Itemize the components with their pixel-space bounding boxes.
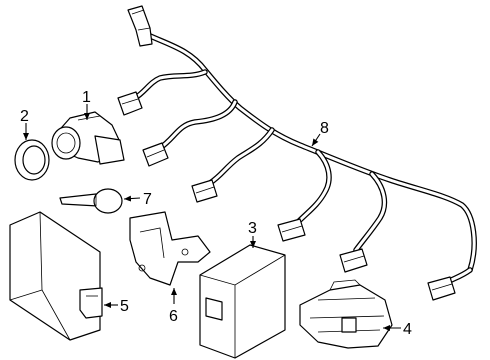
callout-4: 4 bbox=[403, 321, 412, 338]
parking-sensor bbox=[51, 111, 125, 165]
wiring-harness bbox=[117, 5, 477, 301]
harness-main-connector bbox=[127, 5, 153, 47]
leader-lines bbox=[23, 104, 401, 331]
callout-6: 6 bbox=[169, 308, 178, 325]
callout-5: 5 bbox=[120, 298, 129, 315]
leader-7 bbox=[123, 195, 141, 202]
harness-connector-3 bbox=[191, 179, 218, 203]
callout-labels: 1 2 3 4 5 6 7 8 bbox=[20, 89, 412, 338]
harness-connector-6 bbox=[427, 276, 456, 301]
callout-1: 1 bbox=[82, 89, 91, 106]
callout-8: 8 bbox=[320, 120, 329, 137]
sensor-ring bbox=[14, 139, 50, 181]
leader-8 bbox=[311, 133, 321, 147]
callout-3: 3 bbox=[248, 220, 257, 237]
mounting-bracket bbox=[129, 211, 211, 286]
sensor-probe bbox=[59, 188, 123, 214]
callout-7: 7 bbox=[143, 191, 152, 208]
bracket-module bbox=[299, 279, 393, 349]
control-unit bbox=[199, 244, 286, 359]
harness-connector-2 bbox=[142, 142, 169, 167]
harness-connector-5 bbox=[339, 248, 368, 273]
control-module-left bbox=[9, 211, 103, 341]
harness-connector-4 bbox=[277, 218, 306, 242]
harness-connector-1 bbox=[117, 91, 143, 116]
callout-2: 2 bbox=[20, 108, 29, 125]
